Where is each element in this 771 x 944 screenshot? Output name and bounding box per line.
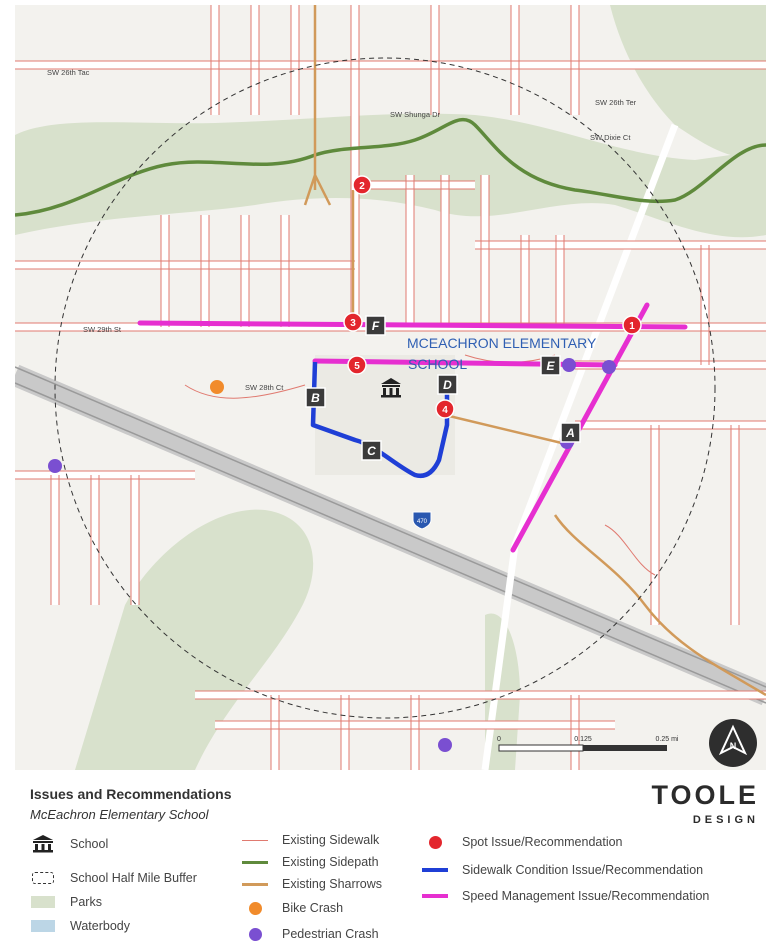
street-label-sw-29th-st: SW 29th St <box>83 325 122 334</box>
legend-subtitle: McEachron Elementary School <box>30 807 209 822</box>
spot-marker-4: 4 <box>435 399 455 419</box>
school-label: MCEACHRON ELEMENTARY SCHOOL <box>407 335 597 372</box>
legend-label-bike-crash: Bike Crash <box>282 901 344 915</box>
legend-item-pedestrian-crash: Pedestrian Crash <box>240 924 379 944</box>
buffer-symbol <box>28 870 58 886</box>
park-north <box>15 113 766 238</box>
sidewalk-marker-e: E <box>540 355 561 376</box>
sidewalk-marker-d-label: D <box>443 378 452 392</box>
bike-crash-icon <box>240 900 270 916</box>
legend-title: Issues and Recommendations <box>30 786 232 802</box>
waterbody-symbol <box>28 918 58 934</box>
legend-panel: Issues and Recommendations McEachron Ele… <box>0 770 771 942</box>
legend-label-existing-sidepath: Existing Sidepath <box>282 855 379 869</box>
legend-item-existing-sidepath: Existing Sidepath <box>240 852 379 872</box>
street-label-sw-shunga: SW Shunga Dr <box>390 110 441 119</box>
legend-item-sidewalk-issue: Sidewalk Condition Issue/Recommendation <box>420 860 703 880</box>
school-label-line2: SCHOOL <box>408 356 467 372</box>
spot-issue-icon <box>420 834 450 850</box>
legend-label-school: School <box>70 837 109 851</box>
spot-marker-5: 5 <box>347 355 367 375</box>
legend-label-waterbody: Waterbody <box>70 919 130 933</box>
legend-item-buffer: School Half Mile Buffer <box>28 868 197 888</box>
school-icon <box>381 378 401 398</box>
sidewalk-marker-a: A <box>560 422 581 443</box>
railway <box>15 364 766 706</box>
sidewalk-marker-e-label: E <box>546 359 555 373</box>
legend-item-existing-sharrows: Existing Sharrows <box>240 874 382 894</box>
sidewalk-symbol <box>240 832 270 848</box>
spot-marker-1-label: 1 <box>629 321 635 332</box>
north-arrow-icon: N <box>709 719 757 767</box>
legend-item-parks: Parks <box>28 892 102 912</box>
sidewalk-marker-f: F <box>365 315 386 336</box>
highway-shield-label: 470 <box>417 519 428 525</box>
school-half-mile-buffer <box>54 57 716 719</box>
street-label-sw-26th-ter: SW 26th Ter <box>595 98 637 107</box>
spot-marker-2: 2 <box>352 175 372 195</box>
north-arrow-label: N <box>730 741 737 751</box>
scale-label-mid: 0.125 <box>574 736 592 743</box>
sidewalk-marker-b-label: B <box>311 391 320 405</box>
legend-label-pedestrian-crash: Pedestrian Crash <box>282 927 379 941</box>
road-network <box>15 5 766 770</box>
spot-marker-5-label: 5 <box>354 361 360 372</box>
sidewalk-marker-c: C <box>361 440 382 461</box>
sidewalk-marker-f-label: F <box>372 319 380 333</box>
sidewalk-marker-c-label: C <box>367 444 376 458</box>
toole-logo: TOOLE <box>651 780 759 810</box>
map-canvas: SW 29th St SW 26th Tac SW 28th Ct SW Dix… <box>15 5 766 770</box>
scale-bar: 0 0.125 0.25 mi <box>497 736 679 752</box>
legend-label-spot-issue: Spot Issue/Recommendation <box>462 835 623 849</box>
existing-sidepath <box>15 117 766 217</box>
pedestrian-crash-icon <box>240 926 270 942</box>
park-southwest <box>75 509 314 770</box>
spot-marker-2-label: 2 <box>359 181 365 192</box>
legend-label-sidewalk-issue: Sidewalk Condition Issue/Recommendation <box>462 863 704 877</box>
speed-issue-symbol <box>420 888 450 904</box>
school-label-line1: MCEACHRON ELEMENTARY <box>407 335 597 351</box>
parks-symbol <box>28 894 58 910</box>
existing-sidewalks <box>15 5 766 770</box>
legend-label-existing-sharrows: Existing Sharrows <box>282 877 383 891</box>
spot-marker-4-label: 4 <box>442 405 448 416</box>
legend-item-existing-sidewalk: Existing Sidewalk <box>240 830 379 850</box>
street-label-sw-26th-tac: SW 26th Tac <box>47 68 90 77</box>
legend-label-buffer: School Half Mile Buffer <box>70 871 197 885</box>
sidewalk-marker-a-label: A <box>565 426 575 440</box>
legend-item-bike-crash: Bike Crash <box>240 898 343 918</box>
bike-crash-marker <box>210 380 224 394</box>
railway-lines <box>15 366 766 704</box>
legend-label-speed-issue: Speed Management Issue/Recommendation <box>462 889 710 903</box>
legend-item-school: School <box>28 834 108 854</box>
street-label-sw-dixie-ct: SW Dixie Ct <box>590 133 631 142</box>
scale-label-end: 0.25 mi <box>656 736 679 743</box>
sidepath-symbol <box>240 854 270 870</box>
highway-shield-icon: 470 <box>412 511 432 530</box>
sidewalk-marker-d: D <box>437 374 458 395</box>
legend-label-parks: Parks <box>70 895 102 909</box>
spot-marker-1: 1 <box>622 315 642 335</box>
toole-logo-sub: DESIGN <box>692 814 759 826</box>
scale-label-0: 0 <box>497 736 501 743</box>
legend-label-existing-sidewalk: Existing Sidewalk <box>282 833 380 847</box>
street-label-sw-28th-ct: SW 28th Ct <box>245 383 284 392</box>
school-icon <box>28 835 58 853</box>
spot-marker-3-label: 3 <box>350 318 356 329</box>
sidewalk-marker-b: B <box>305 387 326 408</box>
legend-item-spot-issue: Spot Issue/Recommendation <box>420 832 623 852</box>
legend-item-waterbody: Waterbody <box>28 916 130 936</box>
existing-sharrows <box>303 5 766 697</box>
spot-marker-3: 3 <box>343 312 363 332</box>
sidewalk-issue-symbol <box>420 862 450 878</box>
legend-item-speed-issue: Speed Management Issue/Recommendation <box>420 886 709 906</box>
park-northeast <box>610 5 766 158</box>
sharrows-symbol <box>240 876 270 892</box>
